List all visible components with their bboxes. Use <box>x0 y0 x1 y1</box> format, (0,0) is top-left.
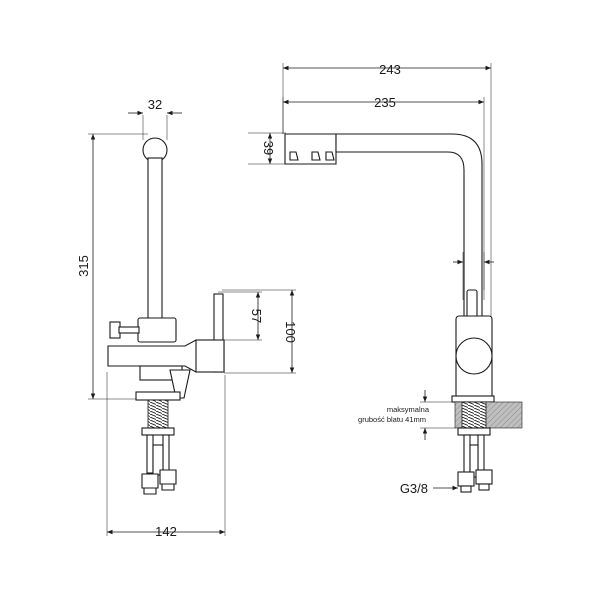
dim-base-width: 142 <box>106 372 226 539</box>
dim-base-width-label: 142 <box>155 524 177 539</box>
faucet-front-view <box>284 133 523 493</box>
dim-spout-head-height: 39 <box>248 132 290 165</box>
faucet-side-view <box>107 137 225 495</box>
thread-callout: G3/8 <box>400 481 458 496</box>
dim-spout-head-height-label: 39 <box>261 141 276 155</box>
right-view: 243 235 39 45 <box>248 62 523 496</box>
note-line-2: grubość blatu 41mm <box>358 415 426 424</box>
dim-top-width-label: 32 <box>148 97 162 112</box>
dim-body-height: 100 <box>222 289 298 374</box>
dim-spout-reach: 235 <box>282 95 485 290</box>
dim-total-height: 315 <box>76 133 148 400</box>
dim-top-width: 32 <box>128 97 182 140</box>
dim-total-width-label: 243 <box>379 62 401 77</box>
countertop-note: maksymalna grubość blatu 41mm <box>358 390 455 440</box>
dim-total-height-label: 315 <box>76 255 91 277</box>
left-view: 32 315 57 100 142 <box>76 97 298 539</box>
dim-body-height-label: 100 <box>283 321 298 343</box>
dim-handle-height-label: 57 <box>249 309 264 323</box>
note-line-1: maksymalna <box>387 405 430 414</box>
thread-label: G3/8 <box>400 481 428 496</box>
dim-handle-height: 57 <box>218 291 264 341</box>
dim-spout-reach-label: 235 <box>374 95 396 110</box>
